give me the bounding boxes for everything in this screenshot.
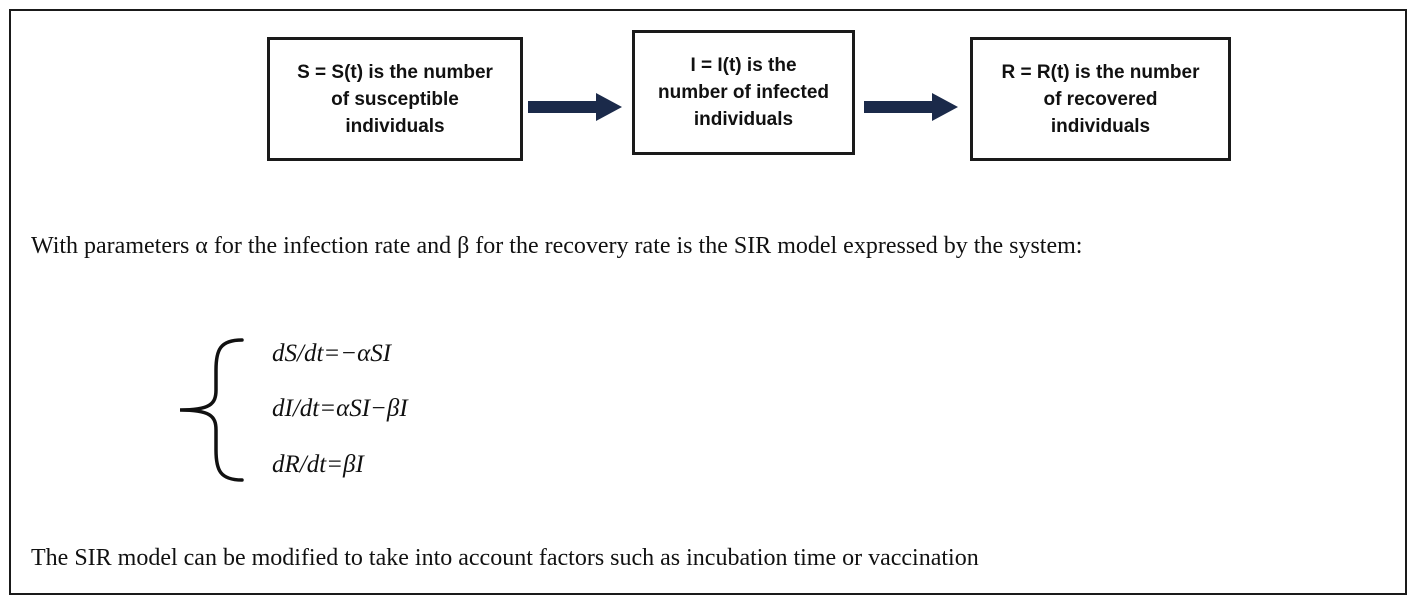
recovered-box: R = R(t) is the number of recovered indi…	[970, 37, 1231, 161]
infected-box-text: I = I(t) is the number of infected indiv…	[657, 55, 829, 130]
susceptible-box: S = S(t) is the number of susceptible in…	[267, 37, 523, 161]
left-brace-icon	[179, 338, 244, 482]
closing-text: The SIR model can be modified to take in…	[31, 545, 979, 571]
intro-text: With parameters α for the infection rate…	[31, 233, 1083, 259]
susceptible-box-text: S = S(t) is the number of susceptible in…	[297, 61, 493, 137]
equation-dr-dt: dR/dt=βI	[272, 451, 364, 478]
infected-box: I = I(t) is the number of infected indiv…	[632, 30, 855, 155]
recovered-box-text: R = R(t) is the number of recovered indi…	[1001, 61, 1200, 137]
equation-ds-dt: dS/dt=−αSI	[272, 340, 392, 367]
equation-di-dt: dI/dt=αSI−βI	[272, 395, 408, 422]
figure-frame	[9, 9, 1407, 595]
arrow-s-to-i-icon	[528, 93, 622, 121]
arrow-i-to-r-icon	[864, 93, 958, 121]
